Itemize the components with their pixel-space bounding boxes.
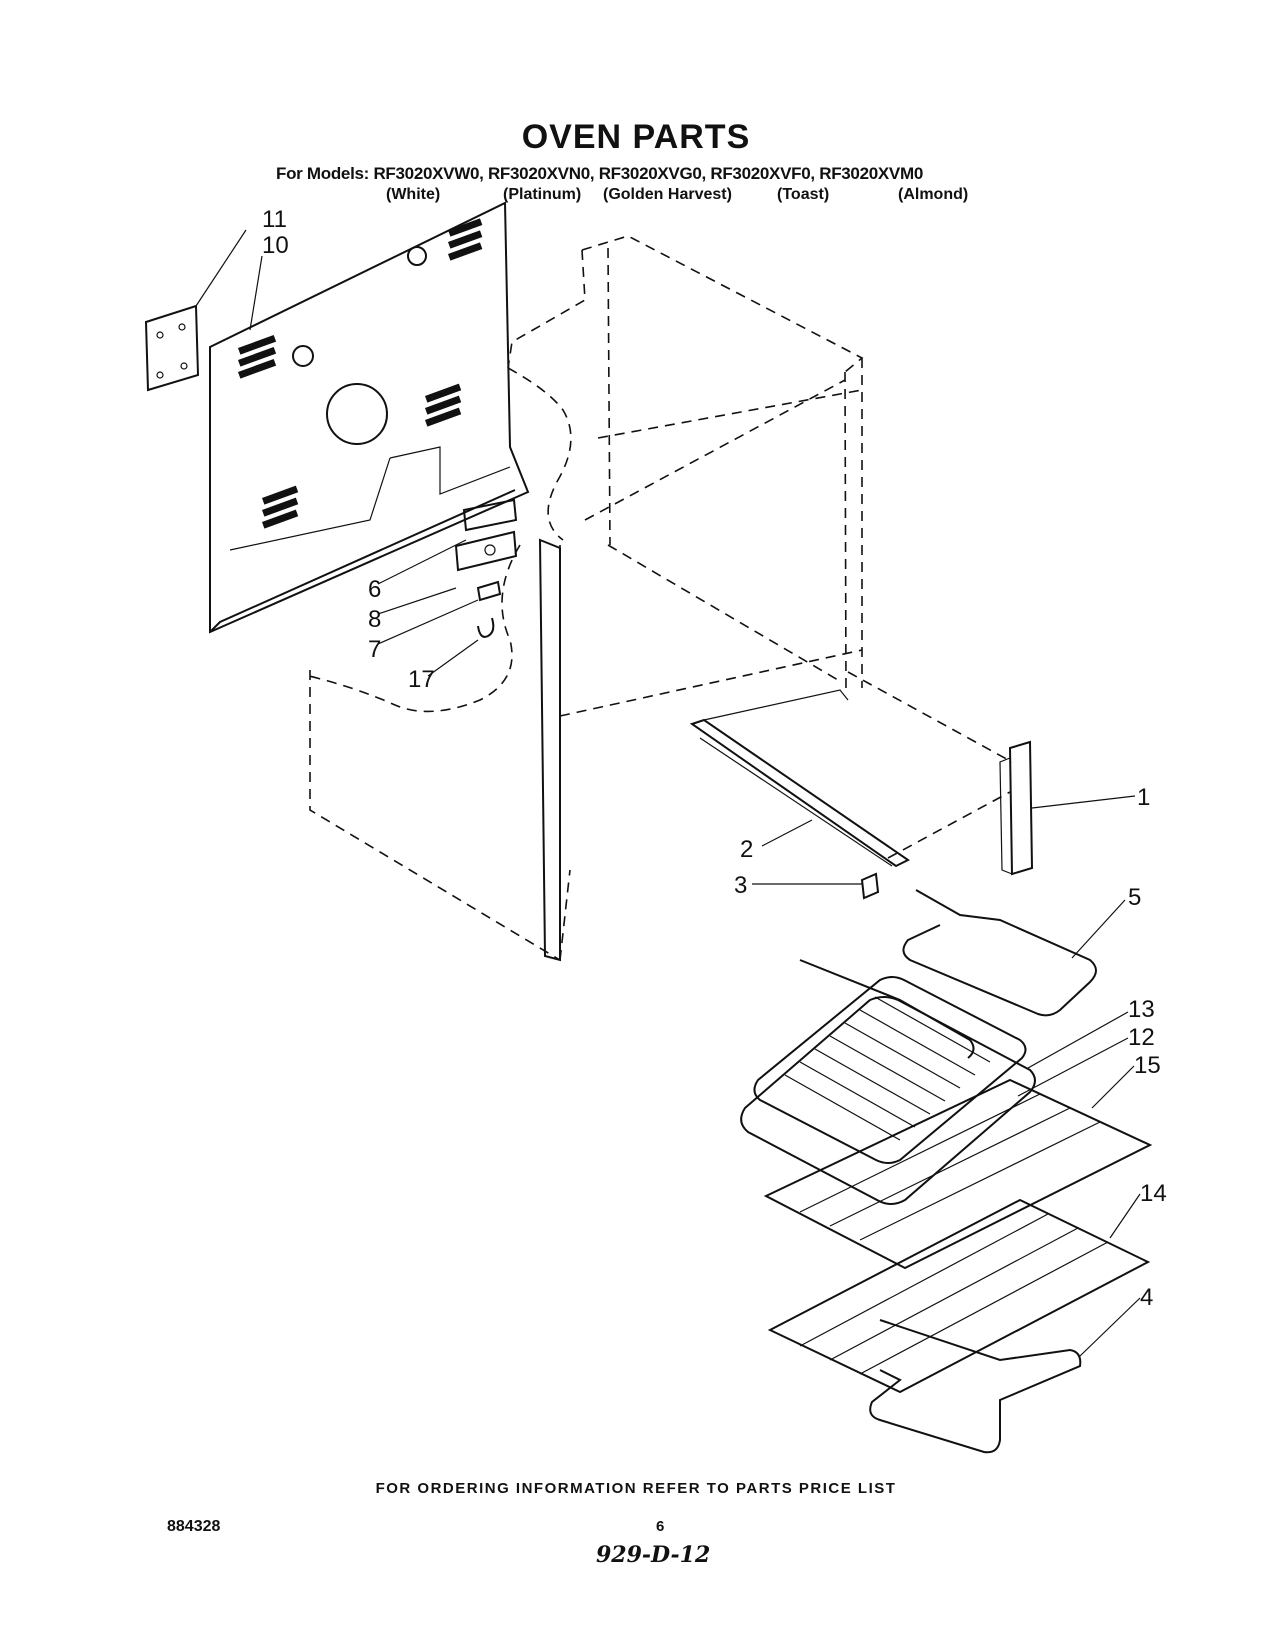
callout-4: 4: [1140, 1284, 1154, 1311]
bracket-part-1: [999, 740, 1034, 876]
trim-part-2: [689, 689, 910, 868]
color-label-white: (White): [386, 186, 441, 203]
small-parts-6-8-7-17: [454, 498, 518, 638]
callout-1: 1: [1137, 784, 1151, 811]
callout-10: 10: [262, 232, 289, 259]
page-title: OVEN PARTS: [521, 118, 751, 156]
callout-12: 12: [1128, 1024, 1155, 1051]
color-label-platinum: (Platinum): [503, 186, 582, 203]
rear-panel-part-10: [209, 201, 530, 634]
color-label-toast: (Toast): [777, 186, 830, 203]
callout-8: 8: [368, 606, 382, 633]
handwritten-code: 929-D-12: [596, 1542, 711, 1568]
broil-pan-parts-12-13: [740, 976, 1036, 1205]
callout-6: 6: [368, 576, 382, 603]
color-label-golden-harvest: (Golden Harvest): [603, 186, 732, 203]
callout-11: 11: [262, 206, 287, 233]
callout-5: 5: [1128, 884, 1142, 911]
cabinet-frame-dashed: [304, 235, 1013, 962]
color-label-almond: (Almond): [898, 186, 969, 203]
callout-14: 14: [1140, 1180, 1167, 1207]
callout-leaders: [195, 229, 1141, 1357]
clip-part-3: [860, 872, 880, 900]
callout-2: 2: [740, 836, 754, 863]
callout-3: 3: [734, 872, 748, 899]
cover-plate-part-11: [144, 304, 200, 392]
callout-15: 15: [1134, 1052, 1161, 1079]
document-number: 884328: [167, 1518, 221, 1535]
callout-13: 13: [1128, 996, 1155, 1023]
models-line: For Models: RF3020XVW0, RF3020XVN0, RF30…: [276, 164, 923, 183]
bake-element-part-4: [869, 1319, 1082, 1454]
oven-racks-parts-14-15: [763, 1078, 1153, 1394]
page-number: 6: [656, 1518, 665, 1535]
broil-element-part-5: [799, 889, 1097, 1059]
callout-7: 7: [368, 636, 382, 663]
callout-17: 17: [408, 666, 435, 693]
ordering-info-note: FOR ORDERING INFORMATION REFER TO PARTS …: [375, 1480, 897, 1497]
